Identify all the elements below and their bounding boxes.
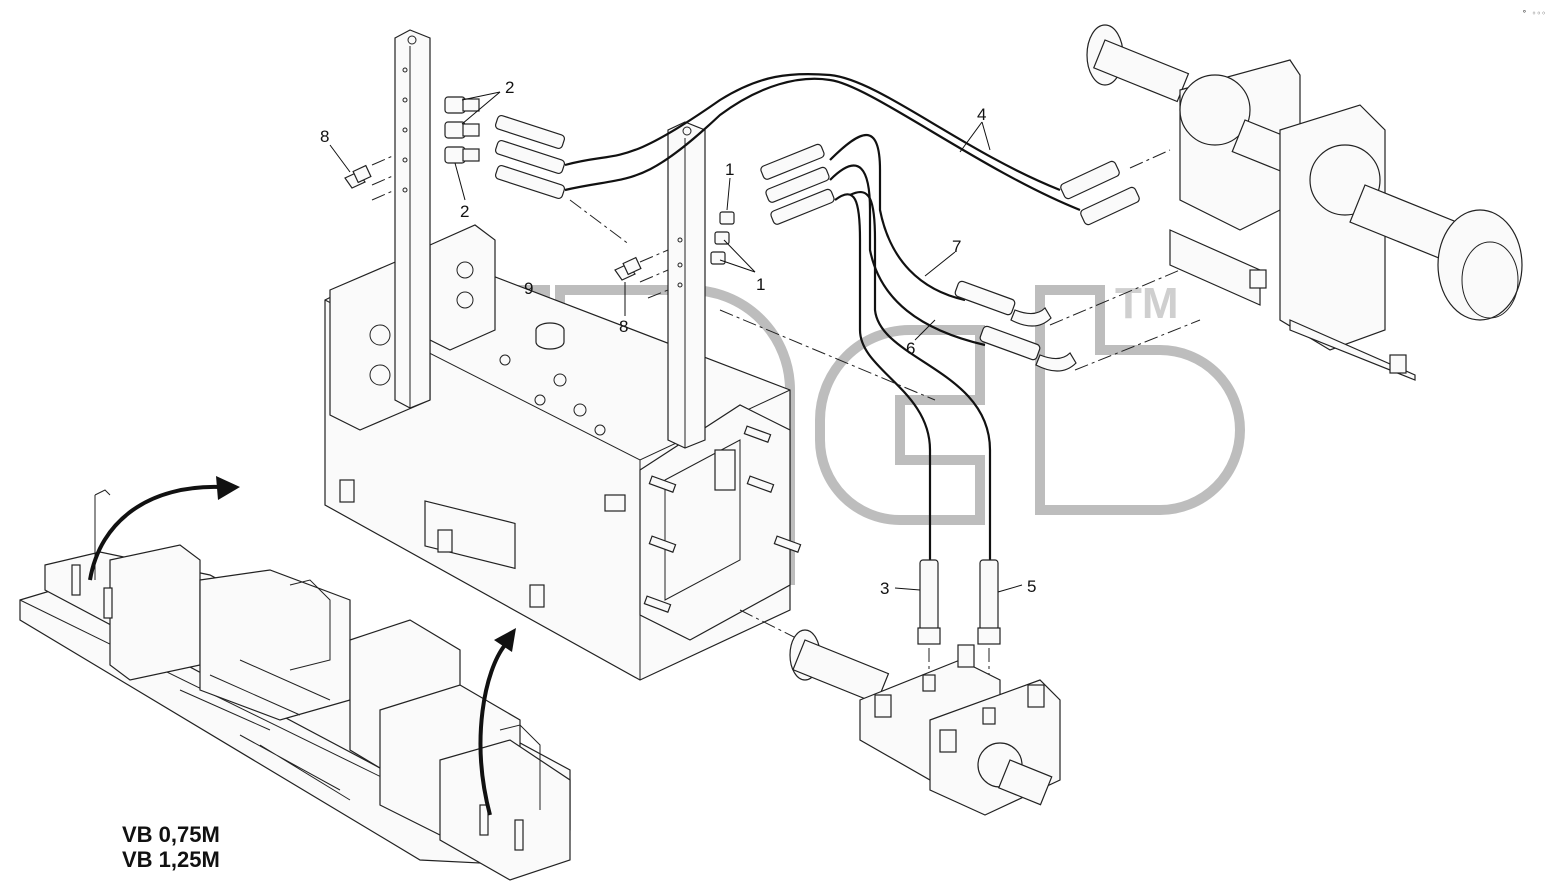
shaft-assembly-upper: [1086, 24, 1523, 381]
transfer-arrow-lower: [478, 643, 507, 816]
callout-1-upper: 1: [725, 160, 734, 179]
fittings-1: [710, 211, 735, 265]
hose-4: [564, 72, 1081, 212]
callout-2-upper: 2: [505, 78, 514, 97]
callout-labels: 1 1 2 2 3 4 5 6 7 8 8 9: [320, 78, 1036, 598]
watermark-tm: TM: [1115, 279, 1179, 328]
callout-5: 5: [1027, 577, 1036, 596]
plug-8-right: [614, 249, 669, 299]
hose-ends: [917, 160, 1140, 645]
vertical-post-right: [667, 121, 706, 449]
fittings-2: [444, 96, 480, 164]
transfer-arrow-upper: [88, 484, 221, 581]
screed-machine-inset: [19, 476, 571, 881]
callout-9: 9: [524, 279, 533, 298]
callout-8-right: 8: [619, 317, 628, 336]
callout-4: 4: [977, 105, 986, 124]
hose-7: [829, 134, 966, 302]
hose-3: [834, 193, 932, 565]
hose-5: [849, 190, 992, 565]
corner-mark: ° ◦◦◦: [1522, 9, 1546, 18]
model-labels: VB 0,75M VB 1,25M: [122, 822, 220, 872]
callout-6: 6: [906, 339, 915, 358]
model-label-1: VB 0,75M: [122, 822, 220, 847]
callout-leaders: [329, 91, 1023, 593]
shaft-assembly-lower: [789, 629, 1061, 816]
hose-connectors-upper: [494, 114, 835, 225]
callout-7: 7: [952, 237, 961, 256]
callout-2-lower: 2: [460, 202, 469, 221]
callout-3: 3: [880, 579, 889, 598]
callout-1-lower: 1: [756, 275, 765, 294]
model-label-2: VB 1,25M: [122, 847, 220, 872]
callout-8-left: 8: [320, 127, 329, 146]
hose-6: [829, 164, 986, 347]
plug-8-left: [344, 154, 396, 201]
seal-ring-9: [535, 322, 565, 350]
vertical-post-left: [394, 29, 431, 409]
